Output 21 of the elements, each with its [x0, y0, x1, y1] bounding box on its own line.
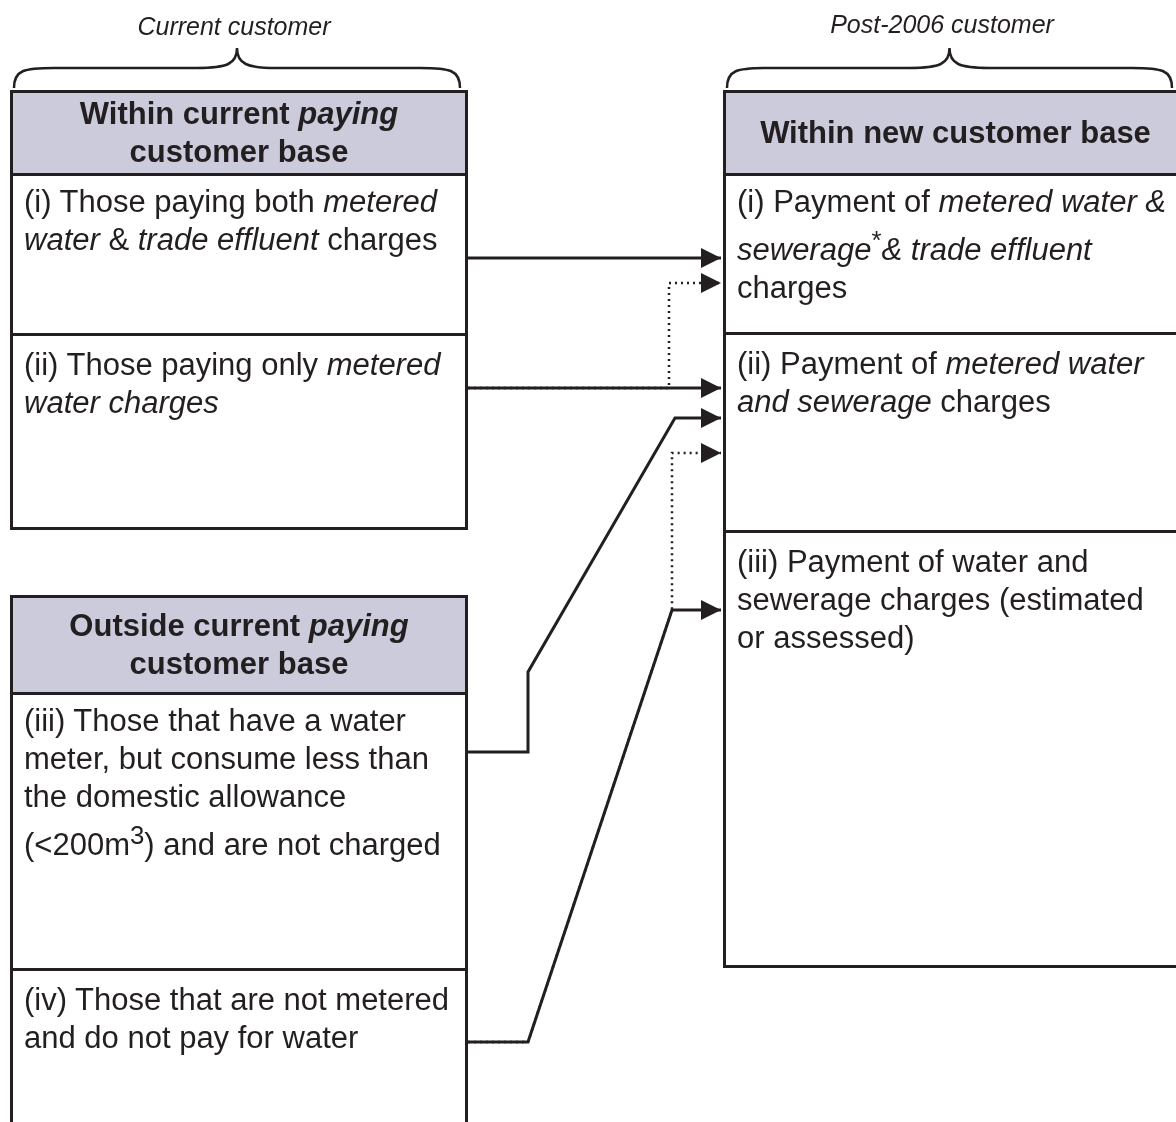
group-label: Post-2006 customer — [830, 10, 1054, 39]
category-text: (iii) Those that have a water meter, but consume less than the domestic allowance (<200m$^{3}$) and are not charged — [24, 702, 442, 865]
heading-text: Outside current paying customer base — [68, 607, 410, 683]
heading-text: Within current paying customer base — [78, 95, 400, 171]
heading-text: Within new customer base — [759, 114, 1152, 152]
group-label: Current customer — [137, 12, 331, 41]
group-box — [10, 595, 468, 1122]
arrow — [468, 248, 721, 268]
category-text: (ii) Payment of metered water and sewerage charges — [737, 345, 1146, 421]
group-box — [723, 90, 1176, 968]
category-text: (ii) Those paying only metered water charges — [24, 346, 443, 422]
category-text: (i) Those paying both metered water & trade effluent charges — [24, 183, 439, 259]
category-text: (iii) Payment of water and sewerage charges (estimated or assessed) — [737, 543, 1145, 657]
arrow — [468, 600, 721, 1044]
arrow — [468, 378, 721, 398]
group-box — [10, 90, 468, 530]
category-text: (i) Payment of metered water & sewerage$^{*}$& trade effluent charges — [737, 183, 1167, 308]
category-text: (iv) Those that are not metered and do not pay for water — [24, 981, 451, 1057]
arrow — [468, 408, 721, 754]
arrow — [468, 273, 721, 390]
arrow — [468, 443, 721, 1044]
